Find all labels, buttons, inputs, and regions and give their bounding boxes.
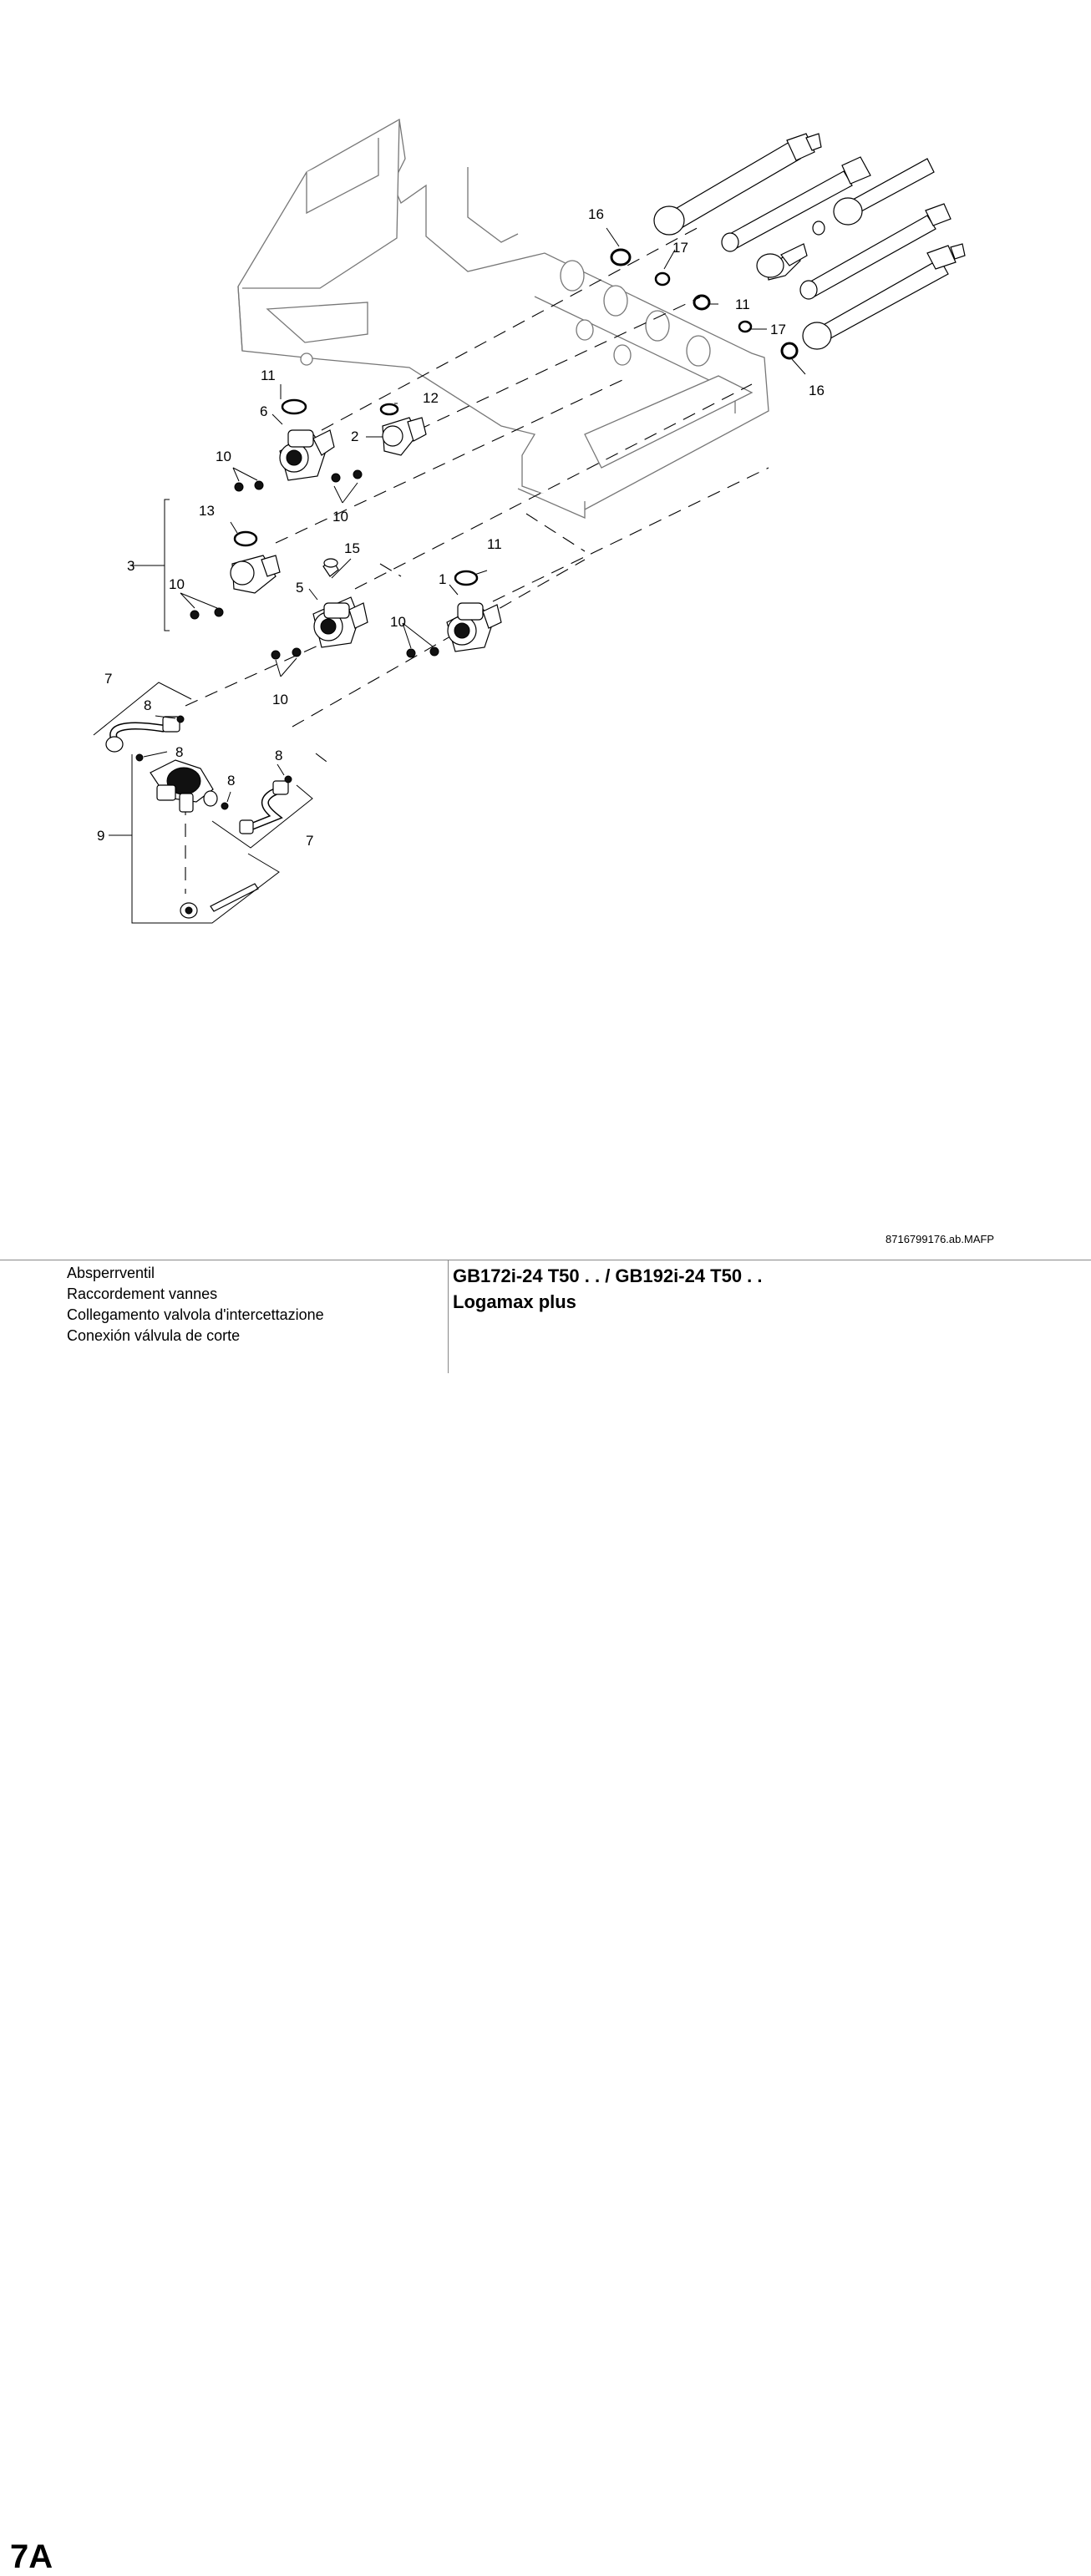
part-name-de: Absperrventil: [67, 1265, 155, 1281]
footer: 7A Absperrventil Raccordement vannes Col…: [0, 1260, 1091, 2575]
part-name-es: Conexión válvula de corte: [67, 1327, 241, 1344]
valve-6: [279, 398, 335, 481]
callout-7-right: 7: [306, 833, 313, 849]
valve-1: [446, 570, 502, 652]
callout-16-right: 16: [809, 383, 825, 398]
connection-pipes: [653, 133, 966, 350]
callout-6: 6: [260, 403, 267, 419]
callout-7-left: 7: [104, 671, 112, 687]
callout-17-right: 17: [770, 322, 786, 337]
valve-3: [230, 530, 281, 594]
callout-8-a: 8: [144, 697, 151, 713]
callout-5: 5: [296, 580, 303, 596]
section-code: 7A: [10, 2538, 53, 2575]
document-number: 8716799176.ab.MAFP: [885, 1233, 995, 1245]
callout-8-b: 8: [175, 744, 183, 760]
valve-5: [312, 558, 368, 648]
valve-group-9: [135, 753, 259, 919]
callout-8-c: 8: [227, 773, 235, 789]
callout-16-top: 16: [588, 206, 604, 222]
product-name: Logamax plus: [453, 1291, 576, 1312]
model-block: GB172i-24 T50 . . / GB192i-24 T50 . . Lo…: [453, 1263, 763, 1315]
valve-2: [379, 403, 427, 456]
part-name-fr: Raccordement vannes: [67, 1285, 218, 1302]
callout-8-d: 8: [275, 748, 282, 763]
footer-divider: [448, 1260, 449, 1373]
callout-10-c: 10: [169, 576, 185, 592]
model-numbers: GB172i-24 T50 . . / GB192i-24 T50 . .: [453, 1265, 763, 1286]
callout-10-e: 10: [272, 692, 288, 707]
hose-7-right: [239, 775, 292, 834]
part-names: Absperrventil Raccordement vannes Colleg…: [67, 1263, 324, 1346]
leader-lines: [143, 227, 806, 803]
group-brackets: [93, 499, 313, 924]
callout-10-d: 10: [390, 614, 406, 630]
callout-1: 1: [439, 571, 446, 587]
mounting-bracket: [237, 118, 769, 519]
callout-labels: 16 17 11 17 16 11 6 12 2 10 10 13 3 15 1…: [97, 206, 825, 849]
screws: [190, 469, 439, 660]
callout-13: 13: [199, 503, 215, 519]
exploded-view-diagram: 16 17 11 17 16 11 6 12 2 10 10 13 3 15 1…: [93, 118, 966, 924]
callout-2: 2: [351, 428, 358, 444]
callout-3: 3: [127, 558, 134, 574]
sealing-rings: [610, 248, 799, 360]
callout-10-a: 10: [216, 449, 231, 464]
callout-11-valve6: 11: [261, 368, 276, 383]
callout-17-top: 17: [672, 240, 688, 256]
hose-7-left: [105, 715, 185, 753]
callout-15: 15: [344, 540, 360, 556]
part-name-it: Collegamento valvola d'intercettazione: [67, 1306, 324, 1323]
callout-11-right: 11: [735, 297, 750, 312]
callout-9: 9: [97, 828, 104, 844]
callout-11-valve1: 11: [487, 536, 502, 552]
callout-12: 12: [423, 390, 439, 406]
assembly-lines: [185, 225, 769, 894]
callout-10-b: 10: [332, 509, 348, 525]
